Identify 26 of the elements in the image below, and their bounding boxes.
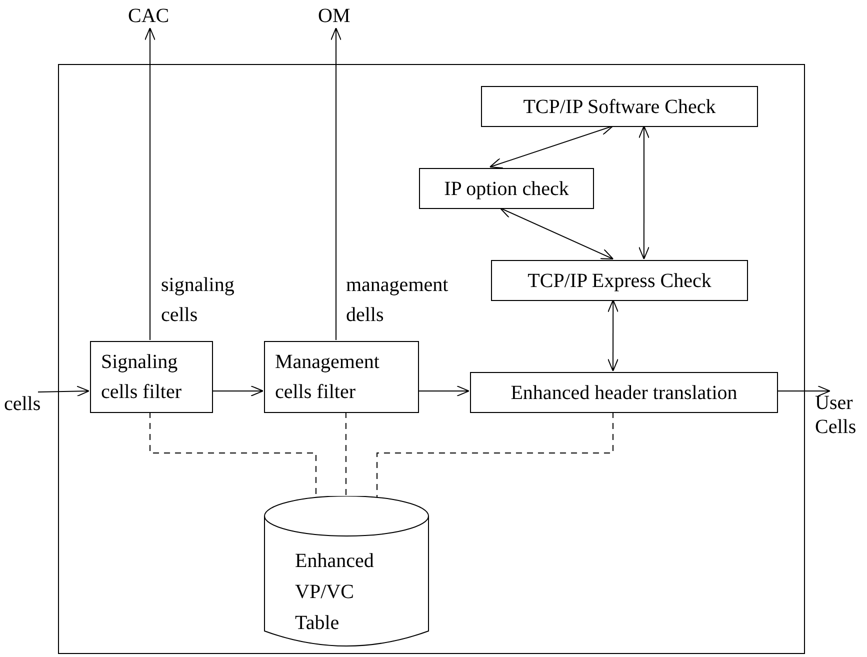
- edge-label: signaling cells: [161, 273, 236, 328]
- terminal-label: User Cells: [815, 391, 867, 443]
- terminal-label: OM: [318, 4, 358, 28]
- arrow: [330, 28, 342, 340]
- terminal-label: cells: [4, 392, 56, 416]
- filter-box: Management cells filter: [264, 341, 419, 413]
- arrow: [418, 386, 470, 396]
- dashed-connector: [345, 412, 346, 496]
- dashed-connector: [376, 412, 614, 498]
- arrow: [38, 386, 90, 397]
- arrow: [608, 300, 619, 372]
- process-box: TCP/IP Express Check: [491, 260, 748, 301]
- system-frame: [58, 64, 805, 654]
- arrow: [489, 124, 614, 168]
- arrow: [144, 28, 156, 340]
- terminal-label: CAC: [128, 4, 174, 28]
- database-cylinder: Enhanced VP/VC Table: [264, 496, 429, 651]
- process-box: TCP/IP Software Check: [481, 86, 758, 127]
- arrow: [212, 385, 264, 396]
- process-box: Enhanced header translation: [470, 372, 778, 413]
- arrow: [776, 386, 830, 396]
- filter-box: Signaling cells filter: [90, 341, 213, 413]
- arrow: [500, 208, 614, 260]
- arrow: [638, 126, 650, 260]
- process-box: IP option check: [419, 168, 594, 209]
- edge-label: management dells: [346, 273, 450, 328]
